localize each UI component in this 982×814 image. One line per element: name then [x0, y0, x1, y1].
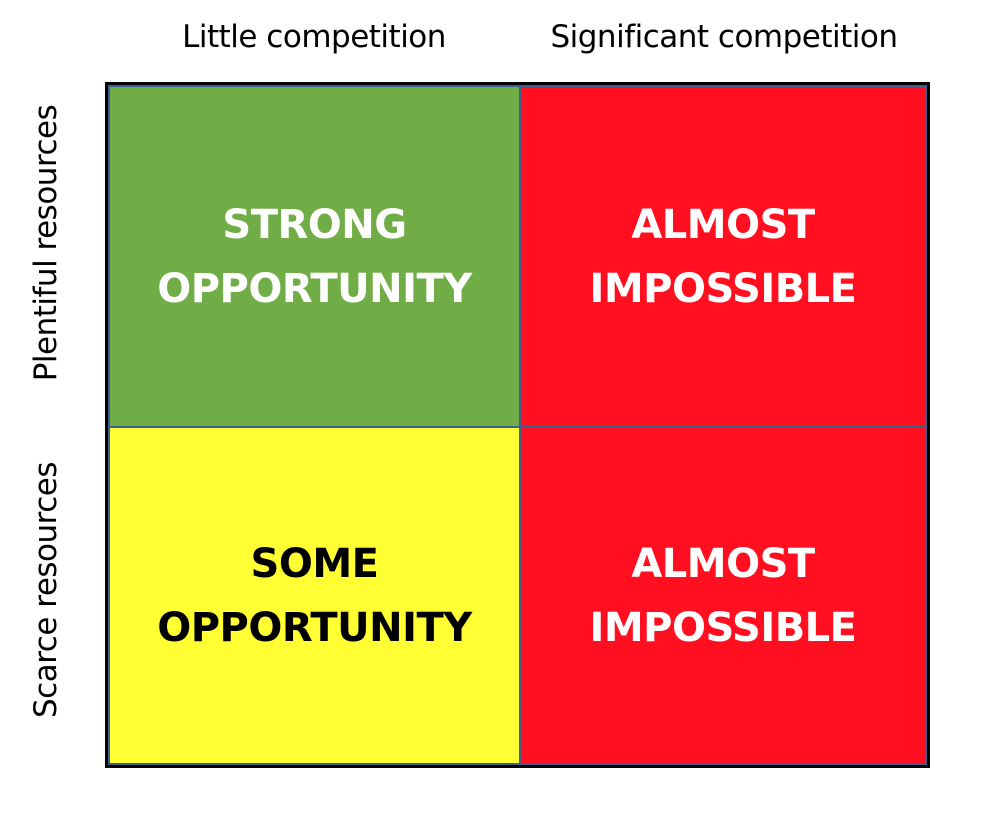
cell-text-line2: OPPORTUNITY	[157, 265, 472, 312]
cell-text-line1: ALMOST	[631, 540, 815, 587]
row-label-scarce-resources: Scarce resources	[28, 462, 64, 718]
cell-strong-opportunity: STRONG OPPORTUNITY	[110, 87, 519, 426]
row-label-plentiful-resources: Plentiful resources	[28, 104, 64, 382]
column-label-little-competition: Little competition	[182, 19, 446, 55]
opportunity-matrix: STRONG OPPORTUNITY ALMOST IMPOSSIBLE SOM…	[105, 82, 930, 768]
cell-text-line2: OPPORTUNITY	[157, 604, 472, 651]
cell-text-line2: IMPOSSIBLE	[589, 265, 857, 312]
matrix-grid: STRONG OPPORTUNITY ALMOST IMPOSSIBLE SOM…	[108, 85, 927, 765]
cell-text-line2: IMPOSSIBLE	[589, 604, 857, 651]
cell-text-line1: ALMOST	[631, 201, 815, 248]
cell-almost-impossible-bottom: ALMOST IMPOSSIBLE	[521, 428, 925, 763]
column-label-significant-competition: Significant competition	[550, 19, 898, 55]
cell-text-line1: SOME	[250, 540, 379, 587]
cell-some-opportunity: SOME OPPORTUNITY	[110, 428, 519, 763]
cell-text-line1: STRONG	[222, 201, 407, 248]
cell-almost-impossible-top: ALMOST IMPOSSIBLE	[521, 87, 925, 426]
